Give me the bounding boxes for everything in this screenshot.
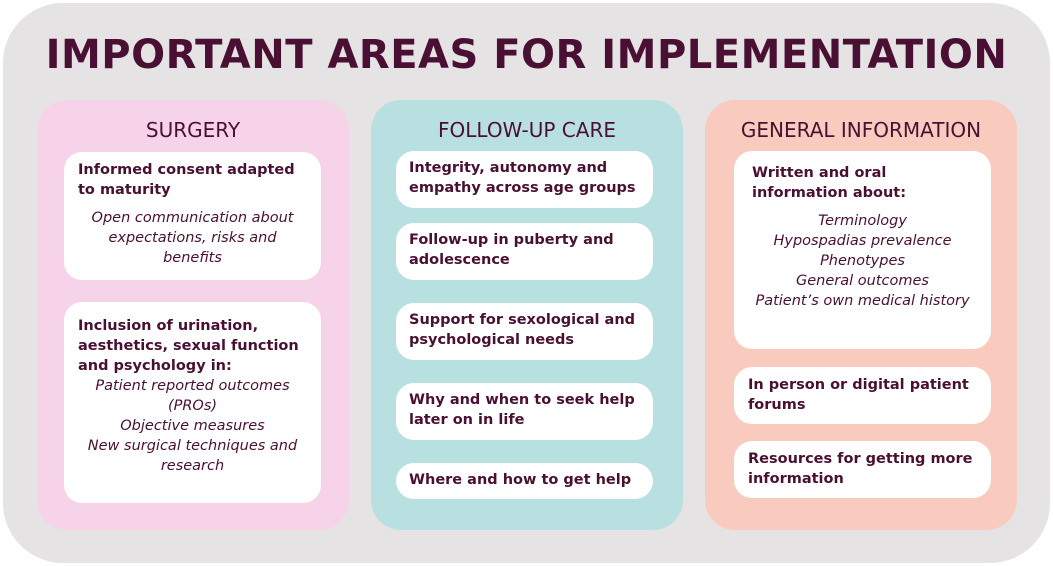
column-follow-up-care: FOLLOW-UP CARE Integrity, autonomy and e… [371, 100, 683, 530]
card-heading: Why and when to seek help later on in li… [409, 392, 635, 428]
card-heading: Written and oral information about: [752, 165, 907, 201]
card-resources: Resources for getting more information [734, 441, 991, 498]
card-heading: Inclusion of urination, aesthetics, sexu… [78, 318, 299, 374]
card-line: General outcomes [796, 273, 929, 289]
column-title-general-information: GENERAL INFORMATION [740, 118, 982, 142]
card-heading: Resources for getting more information [748, 451, 973, 487]
column-general-information: GENERAL INFORMATION Written and oral inf… [705, 100, 1017, 530]
card-line: Open communication about expectations, r… [91, 210, 294, 266]
card-line: Patient reported outcomes (PROs) [95, 378, 290, 414]
card-written-oral-info: Written and oral information about: Term… [734, 151, 991, 349]
card-inclusion-outcomes: Inclusion of urination, aesthetics, sexu… [64, 302, 321, 503]
card-line: Hypospadias prevalence [773, 233, 952, 249]
card-where-get-help: Where and how to get help [396, 463, 653, 499]
card-puberty-follow-up: Follow-up in puberty and adolescence [396, 223, 653, 280]
card-heading: Where and how to get help [409, 472, 632, 488]
column-title-follow-up-care: FOLLOW-UP CARE [438, 118, 616, 142]
card-line: Objective measures [120, 418, 265, 434]
card-line: Terminology [818, 213, 907, 229]
card-integrity-autonomy: Integrity, autonomy and empathy across a… [396, 151, 653, 208]
card-heading: Follow-up in puberty and adolescence [409, 232, 614, 268]
card-heading: Integrity, autonomy and empathy across a… [409, 160, 636, 196]
card-heading: In person or digital patient forums [748, 377, 969, 413]
column-surgery: SURGERY Informed consent adapted to matu… [37, 100, 349, 530]
column-title-surgery: SURGERY [145, 118, 241, 142]
card-heading: Informed consent adapted to maturity [78, 162, 295, 198]
card-sexological-support: Support for sexological and psychologica… [396, 303, 653, 360]
card-line: Patient’s own medical history [755, 293, 970, 309]
card-line: Phenotypes [820, 253, 905, 269]
card-seek-help: Why and when to seek help later on in li… [396, 383, 653, 440]
card-patient-forums: In person or digital patient forums [734, 367, 991, 424]
card-informed-consent: Informed consent adapted to maturity Ope… [64, 152, 321, 280]
card-line: New surgical techniques and research [87, 438, 298, 474]
main-title: IMPORTANT AREAS FOR IMPLEMENTATION [45, 32, 1008, 78]
card-heading: Support for sexological and psychologica… [409, 312, 636, 348]
